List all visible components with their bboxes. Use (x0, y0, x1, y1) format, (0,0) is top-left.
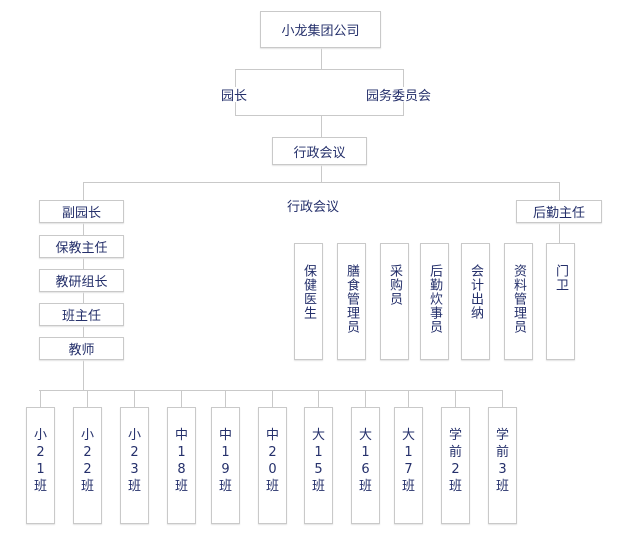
node-label: 中18班 (174, 428, 188, 494)
connector (83, 182, 560, 183)
connector (365, 390, 366, 407)
class-node: 大15班 (304, 407, 333, 524)
node-label: 门卫 (553, 264, 568, 292)
connector (235, 69, 236, 87)
node-label: 大15班 (311, 428, 325, 494)
node-label: 中19班 (218, 428, 232, 494)
node-label: 小21班 (33, 428, 47, 494)
node-label: 后勤主任 (532, 206, 585, 221)
connector (321, 115, 322, 137)
class-node: 中20班 (258, 407, 287, 524)
connector (40, 390, 41, 407)
logistics-staff-node: 门卫 (546, 243, 575, 360)
connector (403, 69, 404, 87)
connector (502, 390, 503, 407)
node-label: 资料管理员 (511, 264, 526, 334)
connector (87, 390, 88, 407)
connector (408, 390, 409, 407)
node-label: 小23班 (127, 428, 141, 494)
class-node: 小21班 (26, 407, 55, 524)
admin-meeting-label: 行政会议 (287, 200, 340, 215)
node-label: 大16班 (358, 428, 372, 494)
admin-meeting-node: 行政会议 (272, 137, 367, 165)
connector (225, 390, 226, 407)
node-label: 行政会议 (293, 145, 346, 161)
logistics-staff-node: 膳食管理员 (337, 243, 366, 360)
node-label: 学前2班 (448, 428, 462, 494)
node-label: 采购员 (387, 264, 402, 306)
logistics-staff-node: 后勤炊事员 (420, 243, 449, 360)
class-node: 中19班 (211, 407, 240, 524)
connector (321, 47, 322, 69)
logistics-staff-node: 资料管理员 (504, 243, 533, 360)
node-label: 后勤炊事员 (427, 264, 442, 334)
class-node: 小23班 (120, 407, 149, 524)
node-label: 会计出纳 (468, 264, 483, 320)
left-chain-node: 保教主任 (39, 235, 124, 258)
committee-label: 园务委员会 (366, 89, 432, 104)
class-node: 中18班 (167, 407, 196, 524)
connector (235, 115, 404, 116)
connector (134, 390, 135, 407)
node-label: 副园长 (61, 206, 101, 221)
top-node: 小龙集团公司 (260, 11, 381, 48)
connector (321, 164, 322, 182)
left-chain-node: 教师 (39, 337, 124, 360)
connector (272, 390, 273, 407)
left-chain-node: 副园长 (39, 200, 124, 223)
class-node: 大16班 (351, 407, 380, 524)
node-label: 教师 (68, 343, 95, 358)
node-label: 小龙集团公司 (281, 24, 360, 39)
logistics-head-node: 后勤主任 (516, 200, 602, 223)
connector (235, 69, 404, 70)
node-label: 膳食管理员 (344, 264, 359, 334)
node-label: 班主任 (61, 309, 101, 324)
logistics-staff-node: 会计出纳 (461, 243, 490, 360)
node-label: 中20班 (265, 428, 279, 494)
logistics-staff-node: 保健医生 (294, 243, 323, 360)
connector (455, 390, 456, 407)
left-chain-node: 班主任 (39, 303, 124, 326)
connector (181, 390, 182, 407)
class-node: 小22班 (73, 407, 102, 524)
node-label: 保健医生 (301, 264, 316, 320)
node-label: 教研组长 (55, 275, 108, 290)
connector (403, 102, 404, 116)
class-node: 大17班 (394, 407, 423, 524)
connector (235, 102, 236, 116)
connector (318, 390, 319, 407)
class-node: 学前2班 (441, 407, 470, 524)
node-label: 小22班 (80, 428, 94, 494)
connector (39, 390, 503, 391)
class-node: 学前3班 (488, 407, 517, 524)
node-label: 大17班 (401, 428, 415, 494)
node-label: 学前3班 (495, 428, 509, 494)
principal-label: 园长 (221, 89, 248, 104)
node-label: 保教主任 (55, 241, 108, 256)
left-chain-node: 教研组长 (39, 269, 124, 292)
logistics-staff-node: 采购员 (380, 243, 409, 360)
